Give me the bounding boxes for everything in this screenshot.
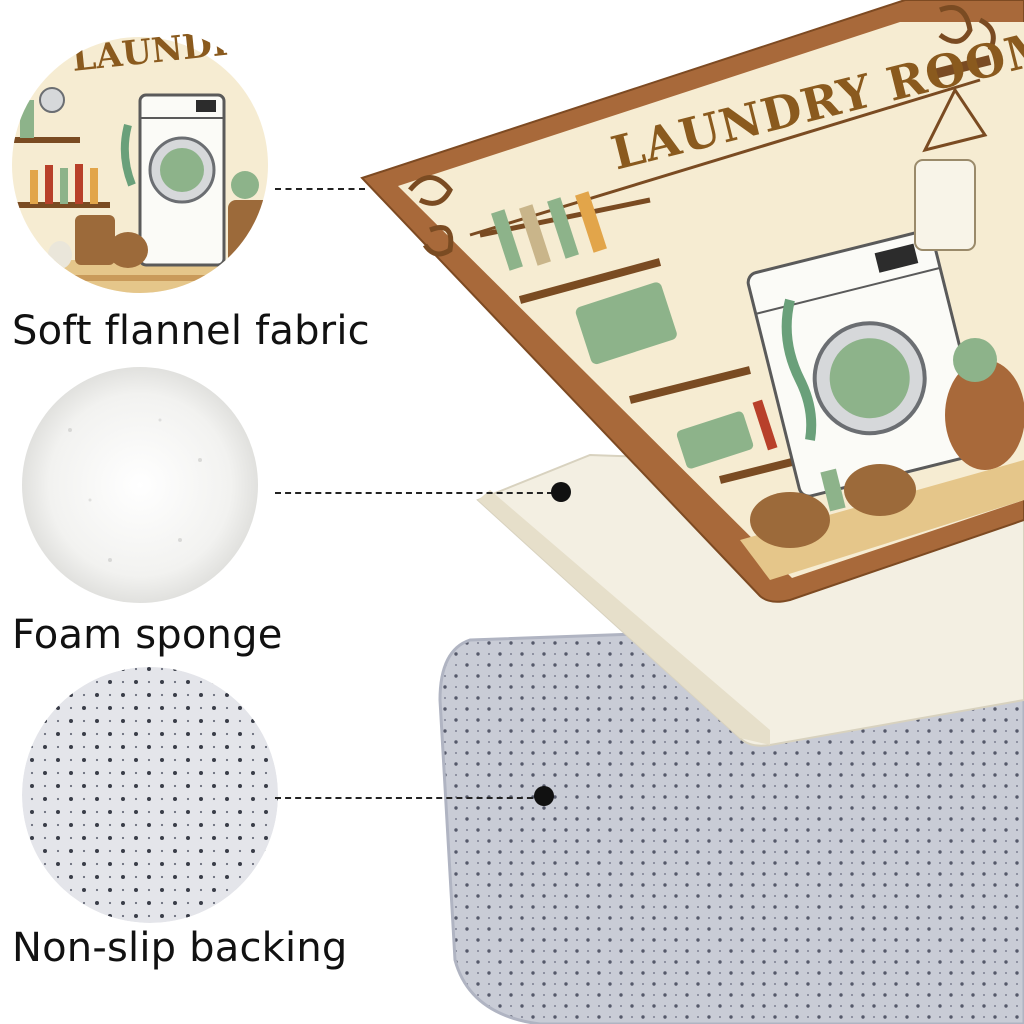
leader-line-foam: [275, 492, 553, 494]
flannel-top-layer: [360, 0, 1024, 603]
layer-label-flannel: Soft flannel fabric: [12, 308, 370, 354]
laundry-illustration-swatch-icon: [12, 37, 268, 293]
leader-line-backing: [275, 797, 543, 799]
leader-line-flannel: [275, 188, 365, 190]
layer-label-foam: Foam sponge: [12, 612, 283, 658]
leader-dot-foam: [551, 482, 571, 502]
layer-label-backing: Non-slip backing: [12, 925, 348, 971]
dotted-backing-swatch-icon: [22, 667, 278, 923]
foam-texture-swatch-icon: [22, 367, 258, 603]
leader-dot-backing: [534, 786, 554, 806]
